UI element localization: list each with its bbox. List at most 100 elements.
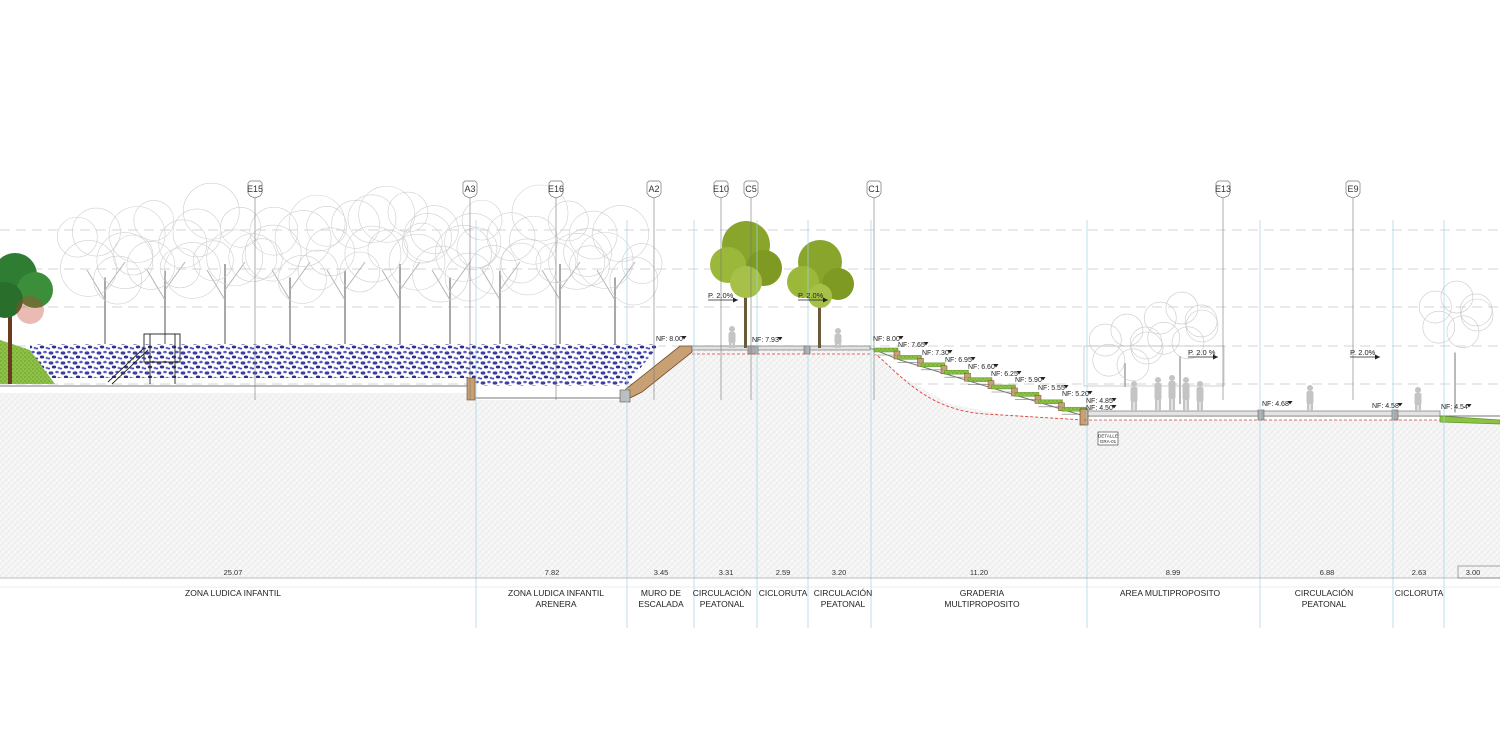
detail-tag-code: GRA-01 [1100,439,1117,444]
level-label: NF: 4.50 [1086,405,1113,412]
dimension-value: 25.07 [224,568,243,577]
zone-label: AREA MULTIPROPOSITO [1120,588,1221,598]
left-tree [0,253,53,384]
level-mark: NF: 5.55 [1038,385,1069,392]
zone-label: CIRCULACIÓN [1295,588,1354,598]
play-structure [107,333,181,385]
gridline-c1: C1 [866,180,882,400]
gridline-c5: C5 [743,180,759,400]
colored-trees [710,221,854,348]
left-slope-grass [0,340,55,384]
gridline-a3: A3 [462,180,478,400]
slope-mark: P. 2.0 % [1188,348,1218,360]
level-mark: NF: 8.00 [873,336,904,343]
gridline-label: E9 [1347,184,1358,194]
step [991,384,1018,397]
dimension-value: 2.63 [1412,568,1427,577]
zone-label: PEATONAL [700,599,745,609]
level-label: NF: 4.58 [1372,403,1399,410]
background-tree [1418,280,1494,413]
gridline-a2: A2 [646,180,662,400]
slope-marks: P. 2.0% P. 2.0% P. 2.0 % P. 2.0% [708,291,1380,360]
step [1038,399,1065,412]
sandbox-edge [466,377,476,401]
slope-mark: P. 2.0% [1350,348,1380,360]
zone-label: MULTIPROPOSITO [944,599,1020,609]
gridline-label: C1 [868,184,880,194]
gridline-e9: E9 [1345,180,1361,400]
person [834,328,842,348]
step [1014,392,1042,404]
level-label: NF: 7.65 [898,342,925,349]
step [944,369,971,382]
gravel-zone [30,344,660,386]
soil-mass [0,348,1500,578]
level-label: NF: 7.30 [922,350,949,357]
zone-label: ZONA LUDICA INFANTIL [508,588,604,598]
gridline-label: E10 [713,184,729,194]
dimension-box [1457,565,1500,579]
background-tree [288,194,402,345]
zone-label: CIRCULACIÓN [693,588,752,598]
step [967,377,995,389]
level-mark: NF: 4.54 [1441,404,1472,411]
dimension-value: 11.20 [970,568,988,577]
slope-label: P. 2.0% [798,291,824,300]
step [920,362,948,375]
level-label: NF: 7.93 [752,337,779,344]
person [1196,381,1204,411]
level-label: NF: 5.20 [1062,391,1089,398]
plaza-wall [1083,345,1225,387]
background-trees [57,182,1494,413]
level-mark: NF: 6.25 [991,371,1022,378]
detail-tag-title: DETALLE [1098,434,1118,439]
gridline-e10: E10 [713,180,729,400]
level-mark: NF: 5.20 [1062,391,1093,398]
level-mark: NF: 7.30 [922,350,953,357]
zone-label: ESCALADA [638,599,684,609]
person [1306,385,1314,411]
level-label: NF: 8.00 [873,336,900,343]
dimension-value: 3.31 [719,568,734,577]
slope-label: P. 2.0% [708,291,734,300]
graderia-steps [873,347,1089,419]
dimension-value: 2.59 [776,568,791,577]
zone-label: CICLORUTA [1395,588,1444,598]
detail-tag[interactable]: DETALLE GRA-01 [1097,431,1119,446]
dimension-value: 7.82 [545,568,560,577]
gridline-e13: E13 [1215,180,1231,400]
background-tree [509,184,612,345]
background-tree [568,205,663,345]
dimension-value: 3.20 [832,568,847,577]
level-label: NF: 5.90 [1015,377,1042,384]
zone-dividers [475,220,1445,628]
person [1414,387,1422,411]
level-label: NF: 6.25 [991,371,1018,378]
plaza-slab [1079,408,1500,426]
level-label: NF: 8.00 [656,336,683,343]
gridline-e16: E16 [548,180,564,400]
wall-footing [619,389,631,403]
gridline-label: A3 [464,184,475,194]
person [1168,375,1176,411]
background-tree [241,206,339,345]
gridline-label: E15 [247,184,263,194]
zone-label: PEATONAL [821,599,866,609]
person [1130,381,1138,411]
person [1154,377,1162,411]
walkway-slabs [691,345,871,355]
level-label: NF: 4.85 [1086,398,1113,405]
zone-label: CICLORUTA [759,588,808,598]
level-label: NF: 6.95 [945,357,972,364]
background-tree [444,199,557,345]
slope-label: P. 2.0% [1350,348,1376,357]
level-mark: NF: 4.58 [1372,403,1403,410]
zone-label: CIRCULACIÓN [814,588,873,598]
level-label: NF: 6.60 [968,364,995,371]
step [897,355,924,367]
level-mark: NF: 7.65 [898,342,929,349]
